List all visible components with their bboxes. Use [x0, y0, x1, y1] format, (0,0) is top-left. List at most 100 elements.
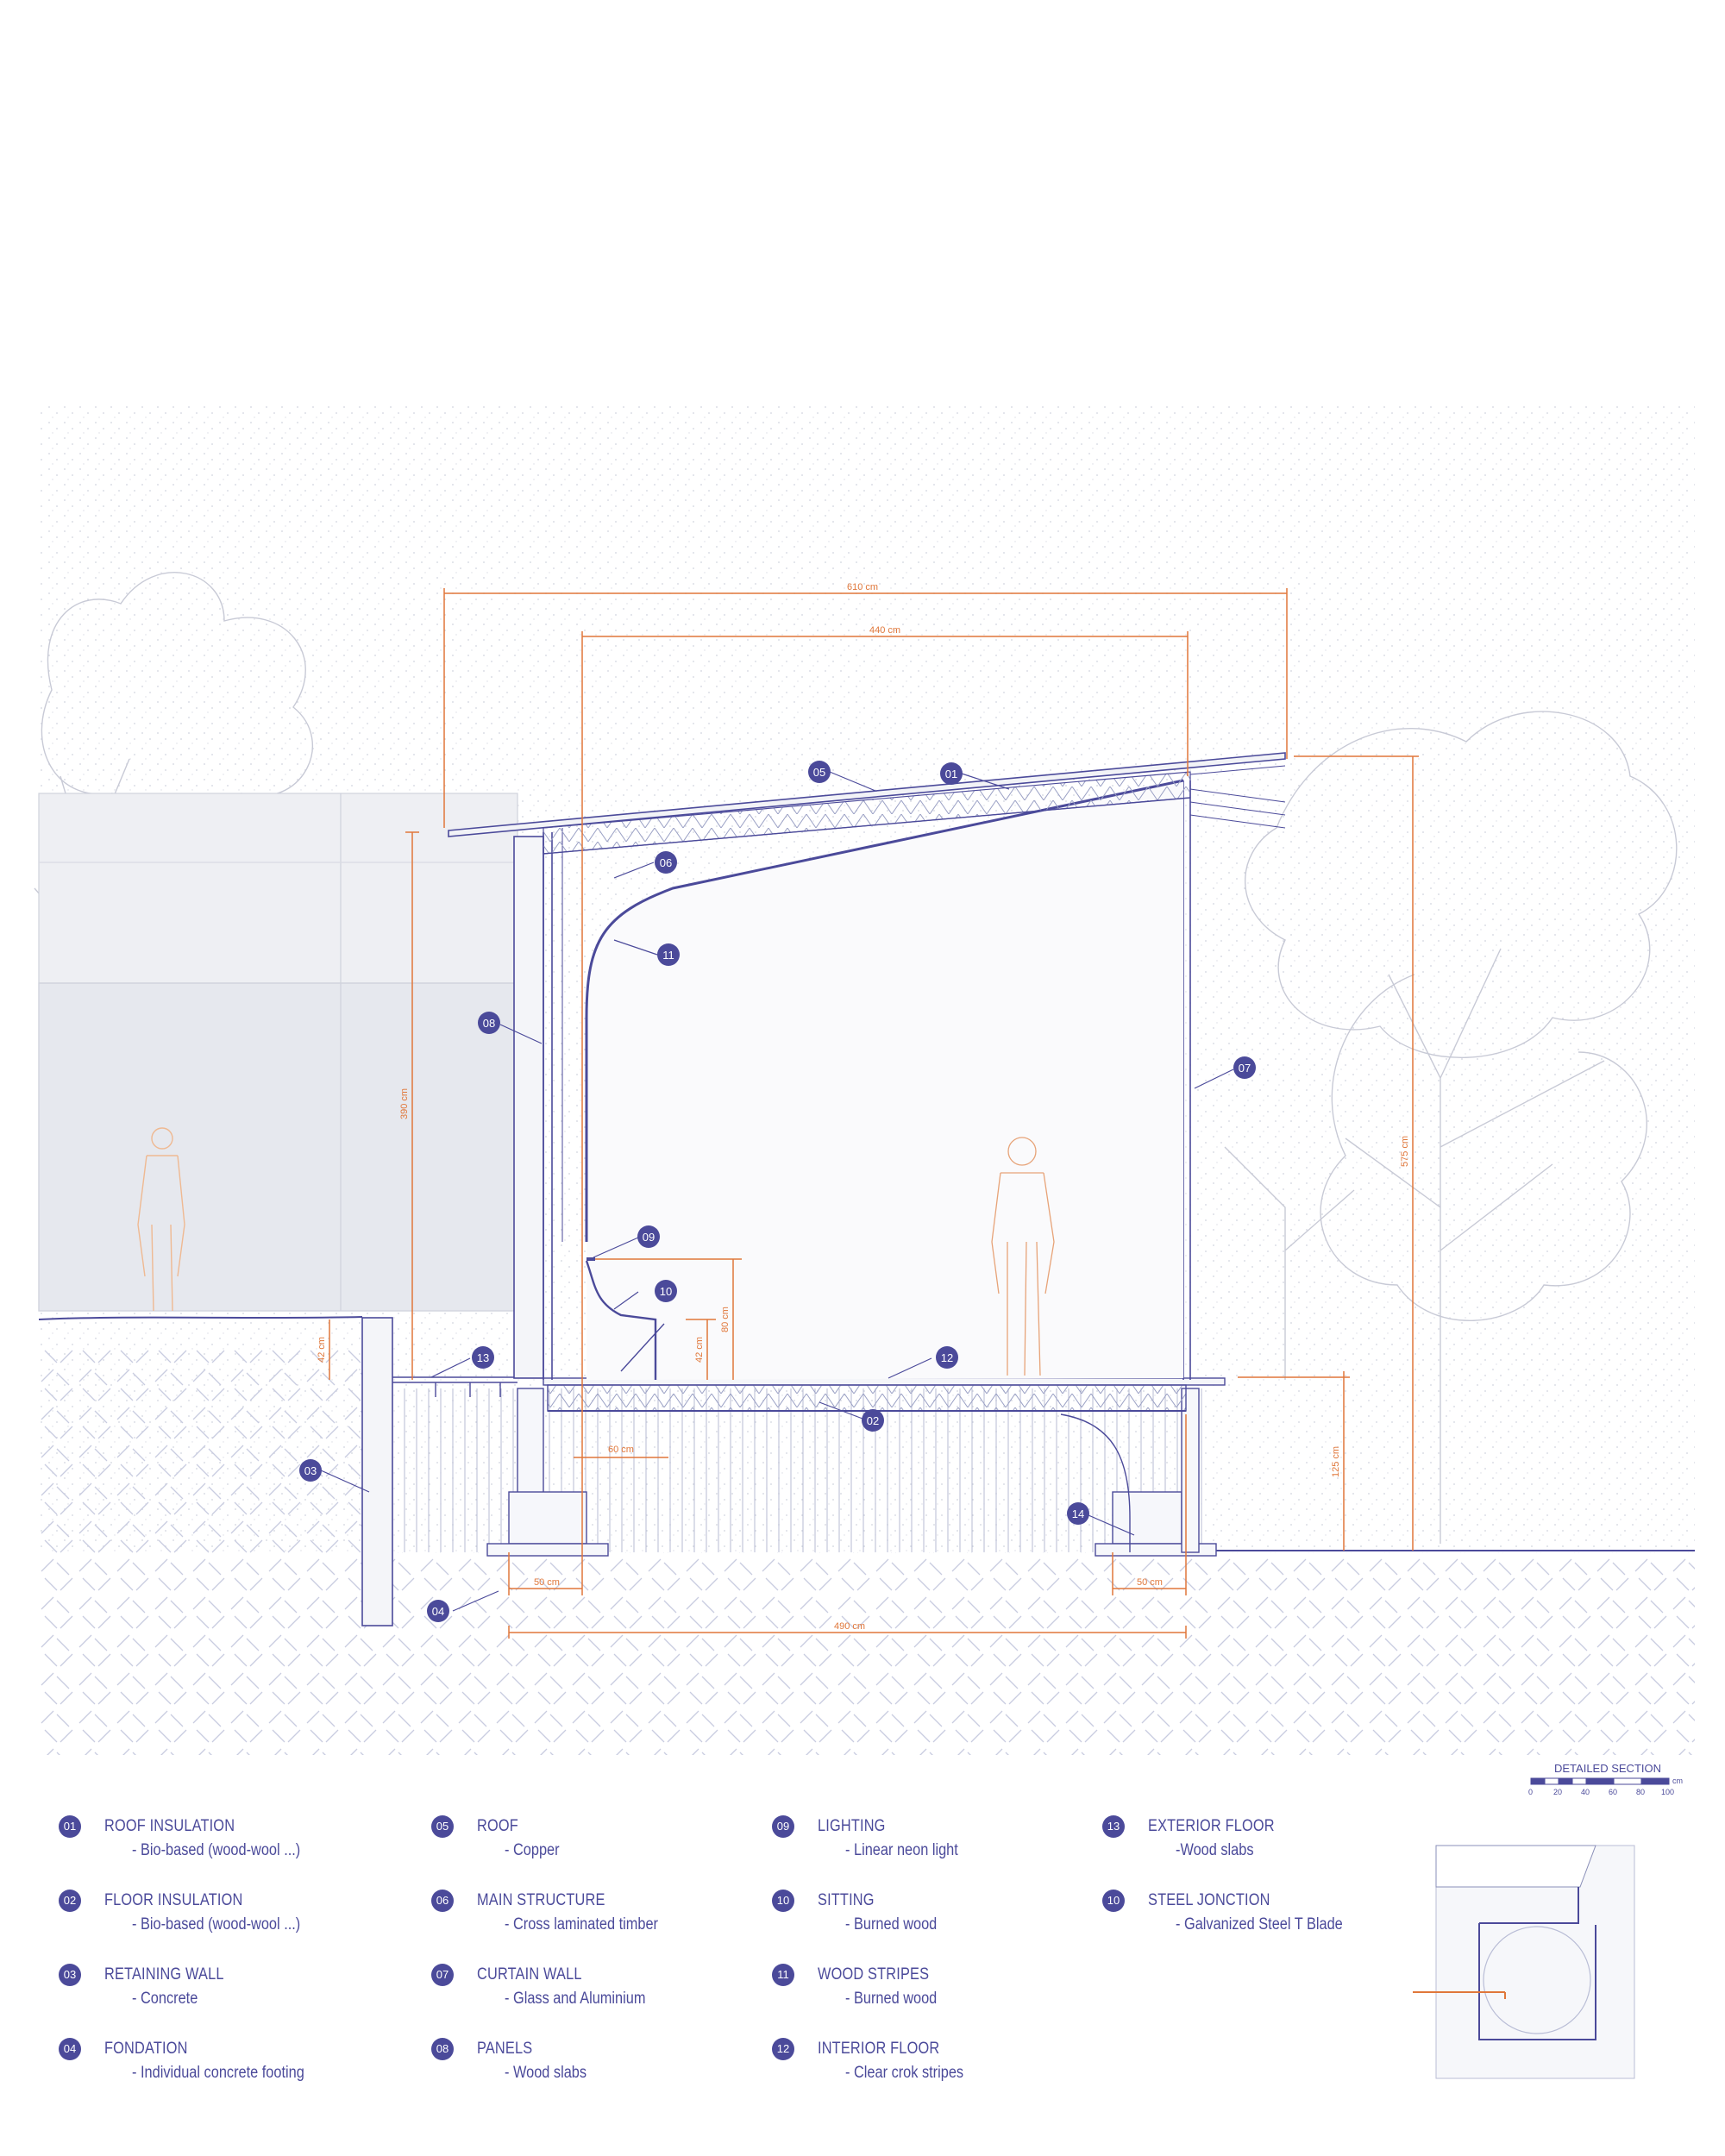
legend-description: - Wood slabs	[505, 2064, 587, 2082]
floor-slab	[543, 1377, 1226, 1412]
callout-badge	[1233, 1056, 1256, 1079]
legend-number: 01	[59, 1815, 81, 1838]
legend-title: ROOF INSULATION	[104, 1817, 235, 1835]
callout-badge	[655, 1280, 677, 1302]
sitting-support	[620, 1323, 665, 1372]
callout-label: 11	[662, 949, 674, 962]
scale-tick: 40	[1581, 1788, 1590, 1796]
dim-42-seat: 42 cm	[694, 1337, 705, 1363]
legend-description: -Wood slabs	[1176, 1841, 1254, 1859]
callout-label: 06	[660, 856, 672, 869]
callout-label: 08	[483, 1017, 495, 1030]
callout-label: 04	[432, 1605, 444, 1618]
scale-tick: 80	[1636, 1788, 1646, 1796]
callout-leaders	[320, 771, 1234, 1612]
ground-surface	[38, 1316, 363, 1320]
callout-label: 07	[1239, 1062, 1251, 1075]
legend-number: 13	[1102, 1815, 1125, 1838]
callout-badge	[862, 1409, 884, 1432]
callout-label: 14	[1072, 1507, 1084, 1520]
callout-badge	[657, 943, 680, 966]
legend-description: - Burned wood	[845, 1990, 938, 2008]
legend-title: RETAINING WALL	[104, 1965, 224, 1984]
scale-tick: 100	[1661, 1788, 1675, 1796]
callout-label: 01	[945, 768, 957, 780]
legend-number: 10	[772, 1890, 794, 1912]
legend-description: - Galvanized Steel T Blade	[1176, 1915, 1343, 1934]
legend-description: - Bio-based (wood-wool ...)	[132, 1841, 301, 1859]
callout-badge	[808, 761, 831, 783]
dim-125: 125 cm	[1331, 1446, 1341, 1477]
dim-80: 80 cm	[720, 1307, 731, 1332]
legend-title: FLOOR INSULATION	[104, 1891, 243, 1909]
legend-number: 11	[772, 1964, 794, 1986]
legend-title: WOOD STRIPES	[818, 1965, 930, 1984]
legend-number: 12	[772, 2038, 794, 2060]
legend-title: FONDATION	[104, 2040, 188, 2058]
legend-number: 09	[772, 1815, 794, 1838]
dim-50-right: 50 cm	[1137, 1577, 1163, 1588]
dim-490: 490 cm	[834, 1621, 865, 1632]
legend-number: 04	[59, 2038, 81, 2060]
ramp-curve	[1060, 1413, 1131, 1552]
legend-title: ROOF	[477, 1817, 518, 1835]
scale-tick: 60	[1609, 1788, 1618, 1796]
legend-title: CURTAIN WALL	[477, 1965, 582, 1984]
key-plan	[1413, 1845, 1635, 2079]
callout-badge	[427, 1600, 449, 1622]
scale-bar	[1530, 1777, 1670, 1785]
callout-badge	[1067, 1502, 1089, 1525]
callout-label: 05	[813, 766, 825, 779]
exterior-floor	[392, 1376, 518, 1397]
dim-610: 610 cm	[847, 582, 878, 592]
legend-description: - Concrete	[132, 1990, 198, 2008]
legend-title: STEEL JONCTION	[1148, 1891, 1270, 1909]
legend-title: INTERIOR FLOOR	[818, 2040, 940, 2058]
interior-space	[586, 780, 1183, 1380]
ground-hatch-bottom	[367, 1552, 1695, 1755]
legend-description: - Linear neon light	[845, 1841, 958, 1859]
scale-tick: 20	[1553, 1788, 1563, 1796]
roof	[448, 752, 1286, 855]
callout-label: 13	[477, 1351, 489, 1364]
dim-390: 390 cm	[399, 1088, 410, 1119]
callout-badge	[637, 1225, 660, 1248]
legend-title: SITTING	[818, 1891, 875, 1909]
legend-description: - Bio-based (wood-wool ...)	[132, 1915, 301, 1934]
legend-title: LIGHTING	[818, 1817, 886, 1835]
legend-description: - Glass and Aluminium	[505, 1990, 646, 2008]
callout-badge	[655, 851, 677, 874]
dim-575: 575 cm	[1400, 1136, 1410, 1167]
callout-label: 10	[660, 1285, 672, 1298]
legend-description: - Cross laminated timber	[505, 1915, 658, 1934]
callout-label: 09	[643, 1231, 655, 1244]
callout-badge	[299, 1459, 322, 1482]
callout-label: 02	[867, 1414, 879, 1427]
legend-title: EXTERIOR FLOOR	[1148, 1817, 1275, 1835]
callout-label: 03	[304, 1464, 317, 1477]
scale-unit: cm	[1672, 1777, 1683, 1785]
existing-building	[38, 793, 518, 1312]
callout-badge	[478, 1012, 500, 1034]
callout-badge	[936, 1346, 958, 1369]
scale-title: DETAILED SECTION	[1554, 1762, 1662, 1775]
scale-tick: 0	[1528, 1788, 1534, 1796]
dim-42-left: 42 cm	[317, 1337, 327, 1363]
legend-description: - Burned wood	[845, 1915, 938, 1934]
legend-number: 03	[59, 1964, 81, 1986]
legend-description: - Clear crok stripes	[845, 2064, 964, 2082]
legend-description: - Individual concrete footing	[132, 2064, 304, 2082]
retaining-wall	[361, 1317, 393, 1626]
callout-label: 12	[941, 1351, 953, 1364]
dimension-lines	[329, 588, 1419, 1639]
legend-title: PANELS	[477, 2040, 533, 2058]
legend-number: 02	[59, 1890, 81, 1912]
callout-badge	[940, 762, 963, 785]
sitting	[585, 1260, 657, 1380]
legend-number: 05	[431, 1815, 454, 1838]
legend-title: MAIN STRUCTURE	[477, 1891, 605, 1909]
legend-number: 06	[431, 1890, 454, 1912]
legend-description: - Copper	[505, 1841, 560, 1859]
person-figure-background	[137, 1127, 185, 1312]
